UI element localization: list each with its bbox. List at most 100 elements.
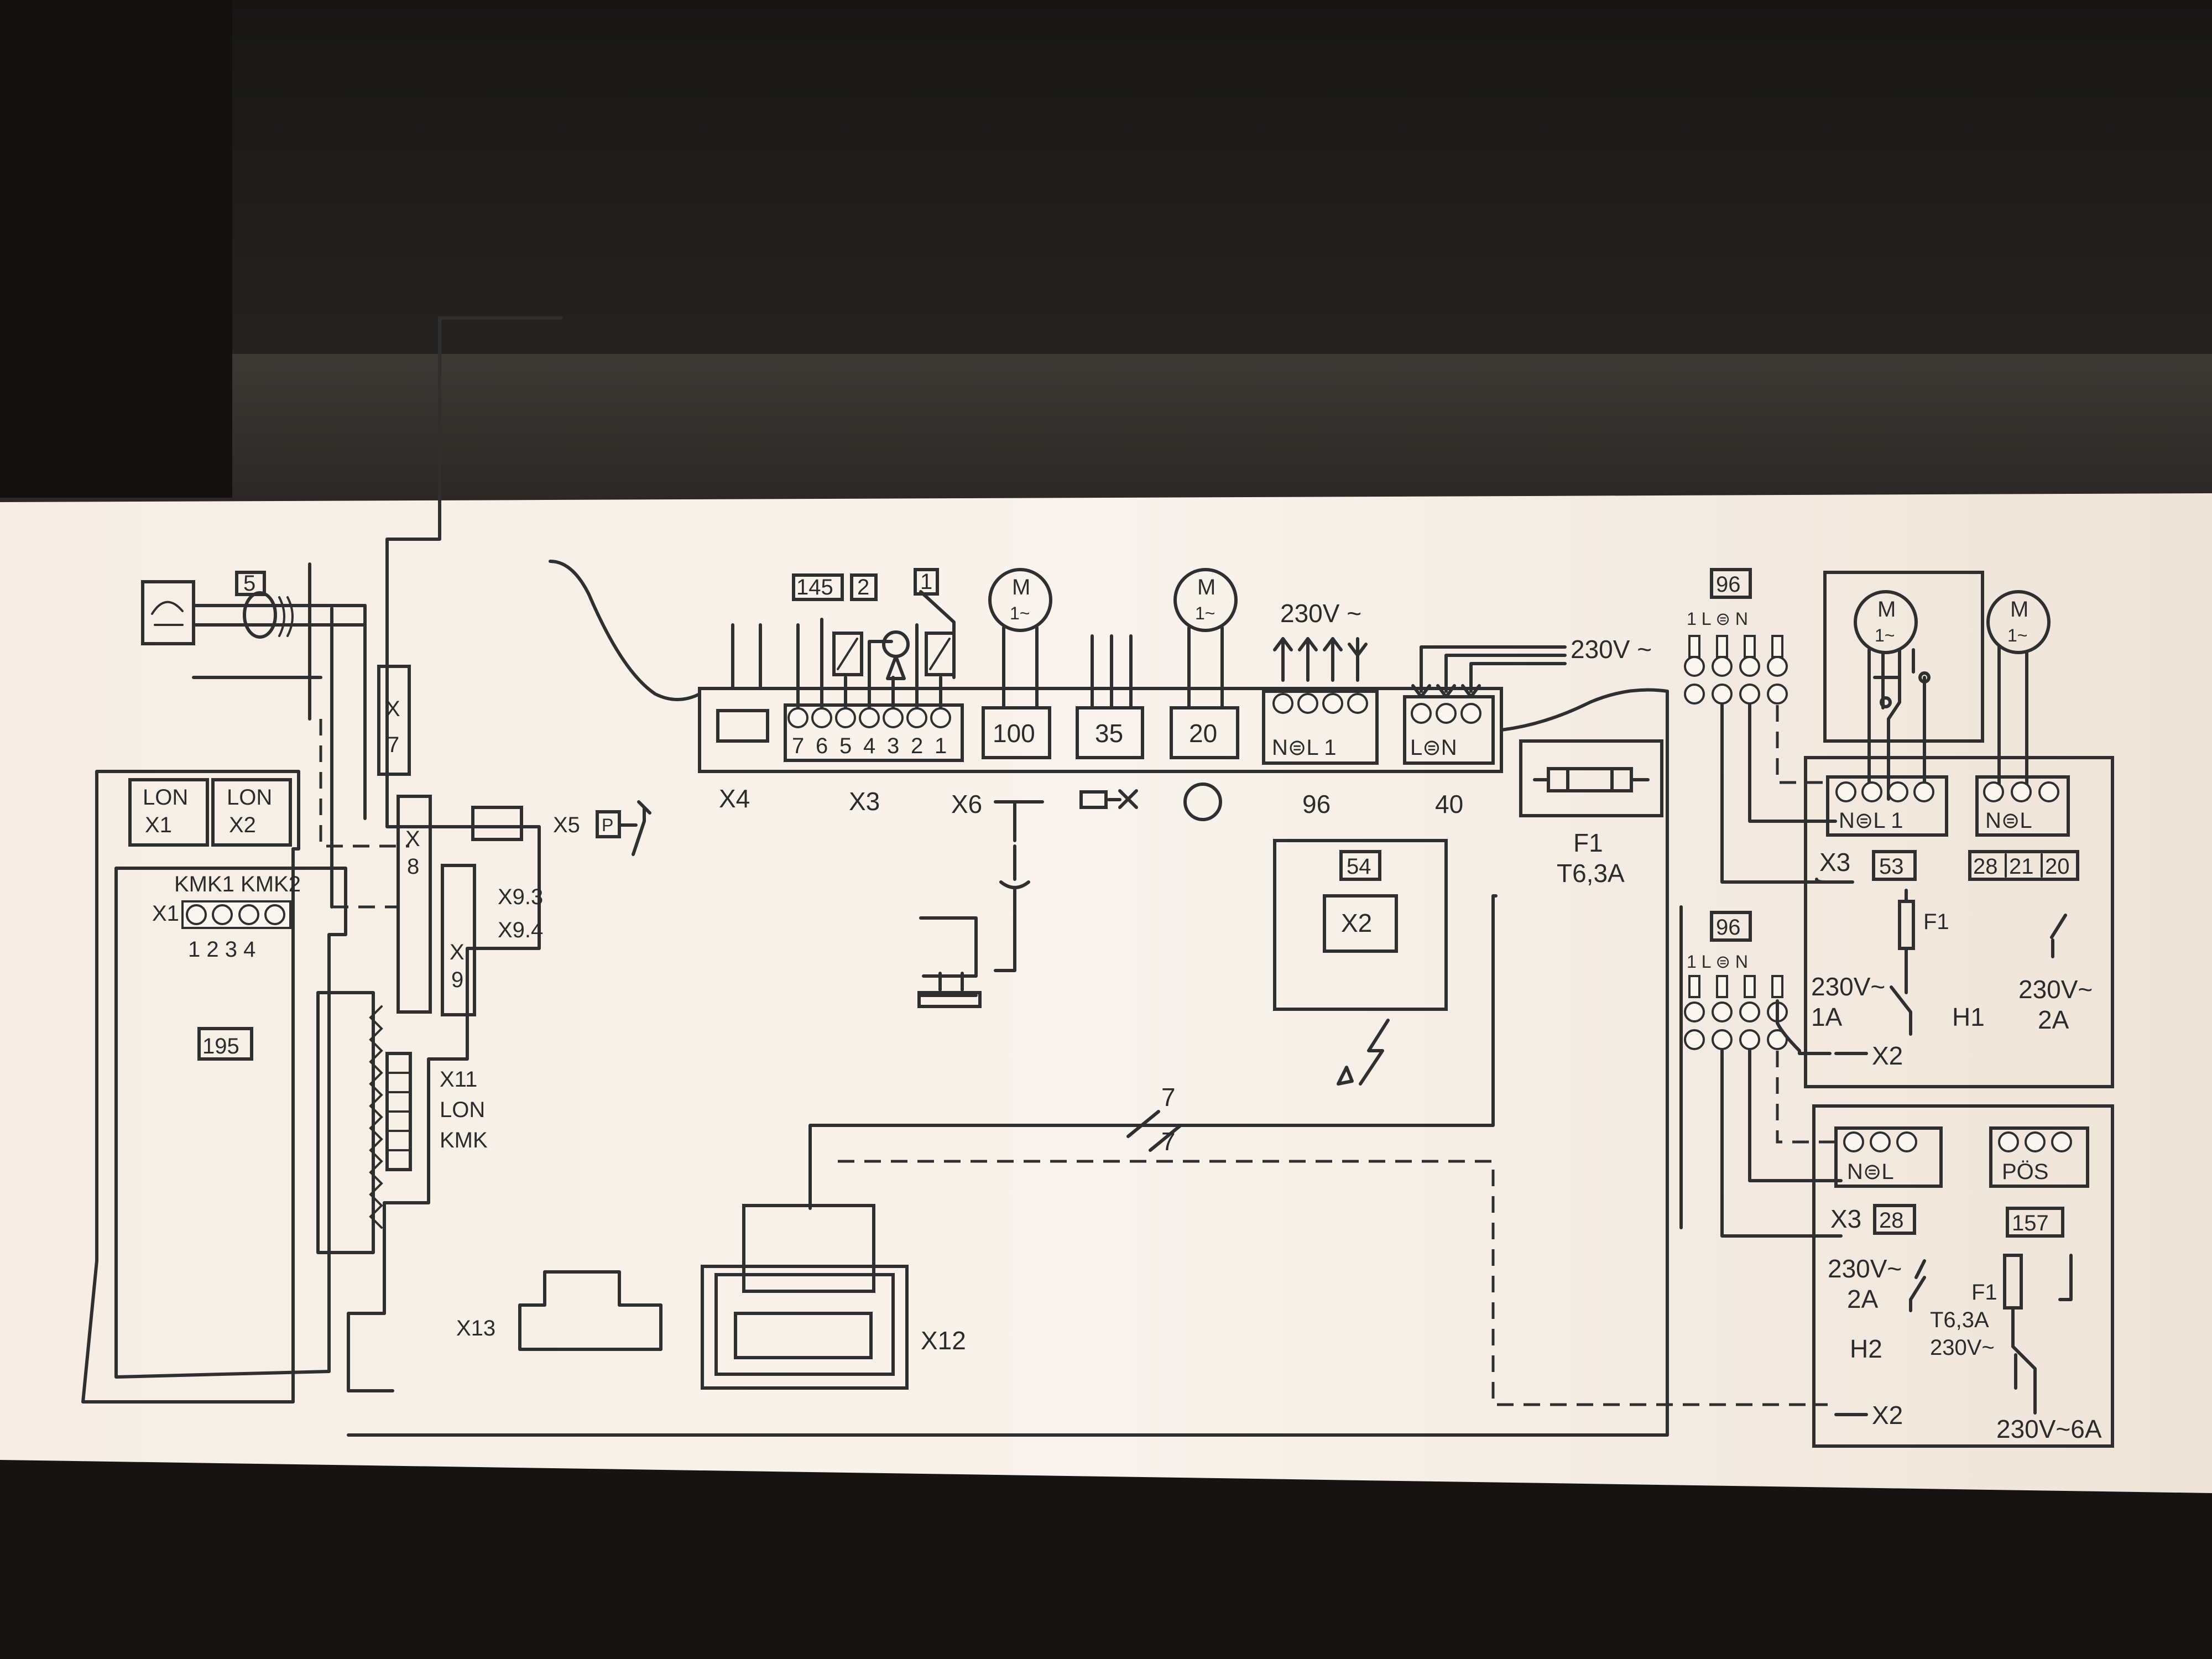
conn-96-label: 96 [1302,790,1331,818]
x3-pin-5: 5 [839,734,852,758]
voltage-230-a: 230V ~ [1280,599,1361,628]
ref-1-label: 1 [920,570,932,594]
x11-label: X11 [440,1067,477,1092]
kmk-label: KMK1 KMK2 [174,872,301,896]
cable-count-b: 7 [1161,1127,1176,1156]
ref-157-label: 157 [2012,1211,2049,1235]
term-block-c [1843,1131,1917,1152]
fuse-terminals-2 [1684,975,1788,1050]
x3-pin-4: 4 [863,734,875,758]
v-1a-b-label: 1A [1811,1003,1843,1031]
conn-40-label: 40 [1435,790,1463,818]
motor-3-m: M [1877,597,1896,622]
x3-pin-7: 7 [792,734,804,758]
conn-96-terminals [1272,693,1368,714]
v-230-bottom-label: 230V~ [1930,1335,1995,1360]
ref-96-b-label: 96 [1716,915,1741,940]
term-block-d-label: PÖS [2002,1160,2048,1184]
x4-label: X4 [719,784,750,813]
v-2a-a-label: 230V~ [2018,975,2093,1004]
motor-1-m: M [1012,575,1030,599]
v-1a-a-label: 230V~ [1811,972,1885,1001]
motor-icon [988,568,1052,632]
x3-pin-3: 3 [887,734,899,758]
plug-35-label: 35 [1095,719,1123,748]
motor-1-phase: 1~ [1010,603,1030,623]
x11-kmk-label: KMK [440,1128,488,1152]
motor-3-phase: 1~ [1875,625,1895,645]
f1-right-label: F1 [1923,910,1949,934]
fuse-f1-label: F1 [1573,828,1603,857]
term-block-a-label: N⊜L 1 [1839,808,1903,833]
housing-beam [221,354,2212,498]
x8-number: 8 [407,854,419,879]
term-block-b [1983,781,2059,802]
x7-number: 7 [387,733,399,757]
voltage-230-b: 230V ~ [1571,635,1652,664]
lon-x2-label-b: X2 [229,813,256,837]
ref-145-label: 145 [796,575,833,599]
x3-label: X3 [849,787,880,816]
lon-x1-label-a: LON [143,785,188,810]
x93-label: X9.3 [498,885,543,909]
x8-label: X [405,827,420,851]
x9-label: X [450,940,465,964]
kmk-terminals [181,900,291,929]
pins-2-labels: 1 L ⊜ N [1687,952,1748,972]
motor-icon [1173,568,1238,632]
ref-28-label: 28 [1973,854,1998,879]
h2-label: H2 [1850,1334,1882,1363]
left-section: 5 LON X1 LON X2 KMK1 KMK2 X1 1 2 3 4 195 [81,316,662,1404]
x2-right-top-label: X2 [1872,1041,1903,1070]
ref-2-label: 2 [857,575,869,599]
motor-4-m: M [2010,597,2028,622]
conn-40-terminals [1411,703,1481,724]
x3-pin-2: 2 [911,734,923,758]
t63a-bottom-label: T6,3A [1930,1308,1989,1332]
x5-label: X5 [553,813,580,837]
v-6a-label: 230V~6A [1996,1415,2102,1443]
fuse-terminals-1 [1684,635,1788,705]
ref-28-b-label: 28 [1879,1208,1904,1233]
x2-bottom-label: X2 [1872,1401,1903,1430]
motor-4-phase: 1~ [2007,625,2027,645]
kmk-pin-numbers: 1 2 3 4 [188,937,255,962]
f1-bottom-label: F1 [1971,1280,1997,1305]
x3-pin-1: 1 [935,734,947,758]
ref-54-label: 54 [1347,854,1371,879]
right-bottom-section: N⊜L PÖS X3 28 157 230V~ 2A F1 T6,3A 230V… [1812,1104,2114,1448]
term-block-c-label: N⊜L [1847,1160,1894,1184]
conn-96-pins: N⊜L 1 [1272,735,1337,760]
pump-icon [1183,782,1222,821]
x6-label: X6 [951,790,982,818]
ref-53-label: 53 [1879,854,1904,879]
x2-label: X2 [1341,909,1372,937]
ref-5-label: 5 [243,571,255,596]
h1-label: H1 [1952,1003,1985,1031]
center-board: X4 7 6 5 4 3 2 1 X3 145 2 1 [347,560,1828,1437]
x12-label: X12 [921,1326,966,1355]
plug-100-label: 100 [993,719,1035,748]
motor-2-m: M [1197,575,1215,599]
housing-bottom [0,1460,2212,1659]
lon-x1-label-b: X1 [145,813,172,837]
ref-21-label: 21 [2009,854,2034,879]
ref-20-label: 20 [2045,854,2070,879]
conn-40-pins: L⊜N [1410,735,1457,760]
v-2a-b-label: 2A [2038,1005,2069,1034]
x1-label: X1 [152,901,179,926]
x5-p-label: P [602,815,613,835]
x94-label: X9.4 [498,918,543,942]
motor-icon [1854,590,1918,654]
x13-label: X13 [456,1316,495,1340]
term-block-a [1835,781,1934,802]
x9-number: 9 [451,968,463,992]
fuse-rating-label: T6,3A [1557,859,1625,888]
paper-label [0,493,2212,1493]
motor-icon [1986,590,2051,654]
ref-195-label: 195 [202,1034,239,1058]
x11-lon-label: LON [440,1098,485,1122]
ignition-icon [1359,1019,1390,1086]
x7-label: X [385,697,400,721]
pins-1-labels: 1 L ⊜ N [1687,609,1748,629]
